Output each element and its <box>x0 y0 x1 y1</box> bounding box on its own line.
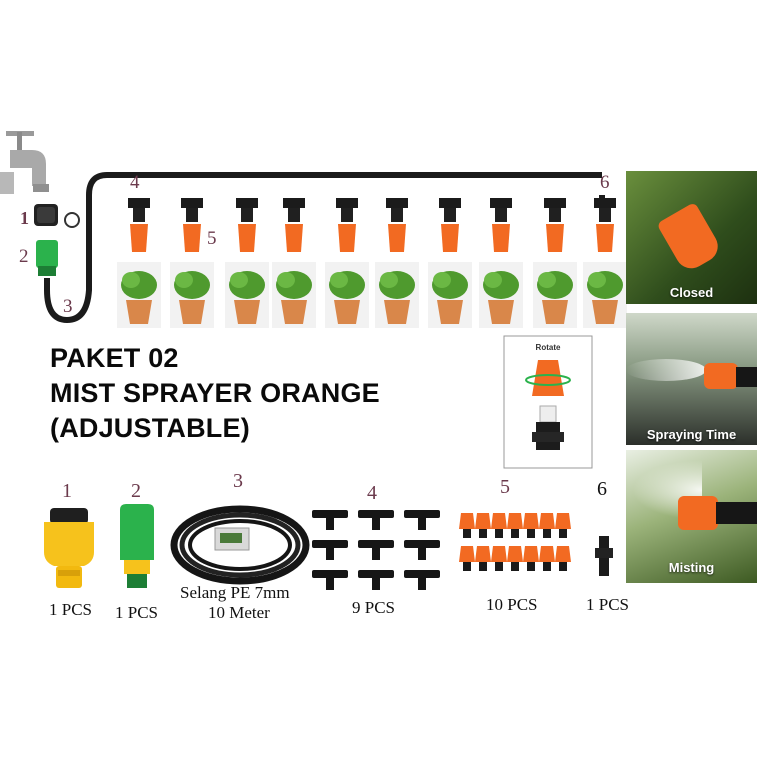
rotate-nozzle-icon <box>525 360 571 396</box>
part-1-faucet-adapter-icon <box>44 508 94 588</box>
tee-connector-icon <box>358 510 394 530</box>
orange-nozzle-icon <box>507 546 523 571</box>
orange-nozzle-icon <box>555 513 571 538</box>
part-5-qty: 10 PCS <box>486 595 538 614</box>
part-6-end-plug-icon <box>595 536 613 576</box>
diagram-label-3: 3 <box>63 296 73 317</box>
orange-nozzle-icon <box>491 513 507 538</box>
orange-nozzle-icon <box>523 513 539 538</box>
orange-nozzle-icon <box>507 513 523 538</box>
tee-connector-icon <box>312 540 348 560</box>
tee-connector-icon <box>312 570 348 590</box>
diagram-label-1: 1 <box>20 208 29 228</box>
faucet-adapter-icon <box>34 204 58 226</box>
part-2-quick-connector-icon <box>120 504 154 588</box>
part-3-hose-coil-icon <box>170 505 310 585</box>
plant-pot-icon <box>375 262 419 328</box>
diagram-label-2: 2 <box>19 246 29 267</box>
plant-pot-icon <box>325 262 369 328</box>
quick-connector-icon <box>36 240 58 276</box>
diagram-label-4: 4 <box>130 172 140 193</box>
spraying-nozzle-icon <box>704 363 738 389</box>
photo-spraying: Spraying Time <box>626 313 757 445</box>
plant-pot-icon <box>533 262 577 328</box>
plant-pot-icon <box>225 262 269 328</box>
diagram-sprayer-icon <box>490 198 512 252</box>
misting-nozzle-icon <box>678 496 718 530</box>
tee-connector-icon <box>404 540 440 560</box>
misting-pipe-icon <box>716 502 757 524</box>
diagram-sprayer-icon <box>544 198 566 252</box>
part-number-1: 1 <box>62 480 72 502</box>
orange-nozzle-icon <box>539 513 555 538</box>
tee-connector-icon <box>404 570 440 590</box>
diagram-sprayer-icon <box>128 198 150 252</box>
photo-closed: Closed <box>626 171 757 304</box>
tee-connector-icon <box>312 510 348 530</box>
diagram-sprayer-icon <box>181 198 203 252</box>
tee-connector-icon <box>358 540 394 560</box>
orange-nozzle-icon <box>459 513 475 538</box>
part-4-qty: 9 PCS <box>352 598 395 617</box>
plant-pot-icon <box>479 262 523 328</box>
nozzle-base-icon <box>532 405 564 450</box>
diagram-sprayer-icon <box>283 198 305 252</box>
orange-nozzle-icon <box>475 513 491 538</box>
diagram-label-6: 6 <box>600 172 610 193</box>
plant-pot-icon <box>428 262 472 328</box>
plant-pot-icon <box>583 262 627 328</box>
part-3-qty-line1: Selang PE 7mm <box>180 583 290 602</box>
diagram-sprayer-icon <box>236 198 258 252</box>
orange-nozzle-icon <box>475 546 491 571</box>
orange-nozzle-icon <box>539 546 555 571</box>
orange-nozzle-icon <box>491 546 507 571</box>
orange-nozzle-icon <box>459 546 475 571</box>
photo-misting: Misting <box>626 450 757 583</box>
part-1-qty: 1 PCS <box>49 600 92 619</box>
caption-closed: Closed <box>669 285 714 300</box>
diagram-sprayer-icon <box>594 198 616 252</box>
caption-spraying: Spraying Time <box>646 427 737 442</box>
orange-nozzle-icon <box>555 546 571 571</box>
faucet-icon <box>0 131 49 194</box>
part-3-qty-line2: 10 Meter <box>208 603 270 622</box>
title-line-2: MIST SPRAYER ORANGE <box>50 378 380 408</box>
spraying-pipe-icon <box>736 367 757 387</box>
tee-connector-icon <box>358 570 394 590</box>
plant-pot-icon <box>272 262 316 328</box>
rotate-label: Rotate <box>535 343 561 352</box>
tee-connector-icon <box>404 510 440 530</box>
part-number-4: 4 <box>367 482 377 504</box>
plant-pot-icon <box>170 262 214 328</box>
part-6-qty: 1 PCS <box>586 595 629 614</box>
caption-misting: Misting <box>668 560 715 575</box>
diagram-sprayer-icon <box>439 198 461 252</box>
diagram-sprayer-icon <box>386 198 408 252</box>
hose-line <box>44 172 602 324</box>
title-line-1: PAKET 02 <box>50 343 179 373</box>
plant-pot-icon <box>117 262 161 328</box>
closed-nozzle-icon <box>656 201 724 275</box>
part-number-3: 3 <box>233 470 243 492</box>
title-line-3: (ADJUSTABLE) <box>50 413 250 443</box>
spray-jet-icon <box>626 359 706 381</box>
part-number-2: 2 <box>131 480 141 502</box>
rotate-arrow-icon <box>64 212 80 228</box>
diagram-label-5: 5 <box>207 228 217 249</box>
diagram-sprayer-icon <box>336 198 358 252</box>
orange-nozzle-icon <box>523 546 539 571</box>
part-2-qty: 1 PCS <box>115 603 158 622</box>
part-number-5: 5 <box>500 476 510 498</box>
part-number-6: 6 <box>597 478 607 500</box>
